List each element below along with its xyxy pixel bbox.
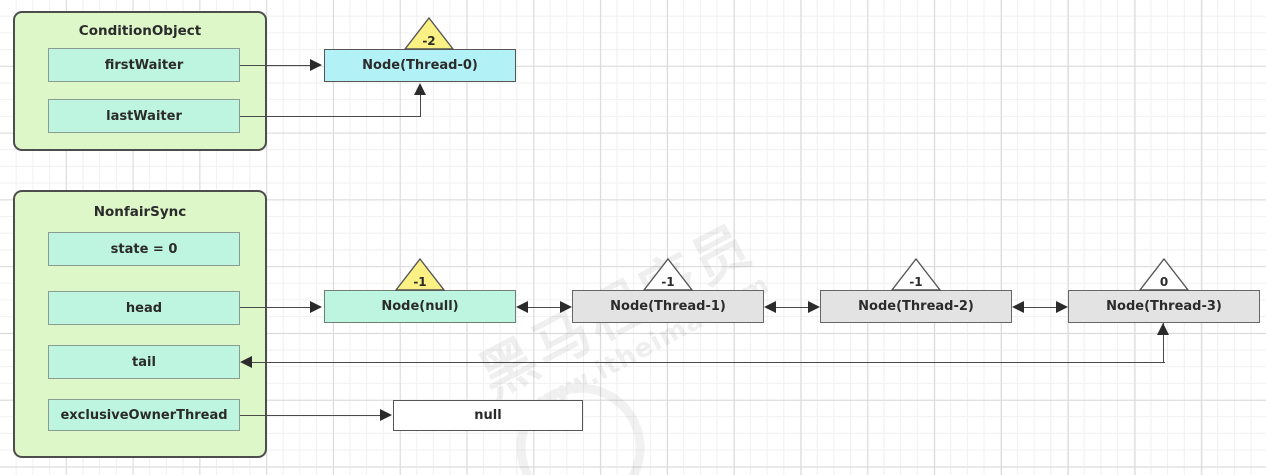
edge-thread1-thread2-line [776,307,808,308]
edge-thread1-thread2-arrowhead-right-icon [808,301,820,313]
field-first-waiter-label: firstWaiter [104,57,184,73]
edge-tail-line-v [1163,323,1164,362]
wait-status-flag-node-null: -1 [394,257,446,291]
node-thread-3-label: Node(Thread-3) [1106,299,1222,314]
edge-null-thread1-line [528,307,560,308]
wait-status-flag-node-thread-3: 0 [1138,257,1190,291]
edge-tail-arrowhead-up-icon [1157,323,1169,335]
wait-status-flag-node-thread-1: -1 [642,257,694,291]
edge-last-waiter-line-v [420,94,421,117]
node-thread-2[interactable]: Node(Thread-2) [820,290,1012,323]
node-thread-3[interactable]: Node(Thread-3) [1068,290,1260,323]
node-thread-0[interactable]: Node(Thread-0) [324,49,516,82]
condition-object-title: ConditionObject [78,23,202,39]
edge-head-arrowhead-icon [310,301,322,313]
edge-thread2-thread3-arrowhead-right-icon [1056,301,1068,313]
edge-null-thread1-arrowhead-right-icon [560,301,572,313]
field-head[interactable]: head [48,291,240,325]
edge-null-thread1-arrowhead-left-icon [516,301,528,313]
edge-first-waiter-line [240,65,310,66]
wait-status-value-node-thread-0: -2 [422,34,436,48]
nonfair-sync-title: NonfairSync [93,204,187,220]
node-thread-2-label: Node(Thread-2) [858,299,974,314]
field-first-waiter[interactable]: firstWaiter [48,48,240,82]
field-tail[interactable]: tail [48,345,240,379]
edge-owner-line [240,415,380,416]
edge-first-waiter-arrowhead-icon [310,59,322,71]
wait-status-flag-node-thread-0: -2 [403,16,455,50]
edge-last-waiter-arrowhead-icon [414,83,426,95]
field-state-label: state = 0 [110,241,178,257]
wait-status-flag-node-thread-2: -1 [890,257,942,291]
edge-owner-arrowhead-icon [380,409,392,421]
owner-null-label: null [474,408,502,423]
wait-status-value-node-null: -1 [413,275,427,289]
node-thread-1-label: Node(Thread-1) [610,299,726,314]
field-head-label: head [125,300,163,316]
wait-status-value-node-thread-3: 0 [1159,275,1169,289]
field-last-waiter[interactable]: lastWaiter [48,99,240,133]
node-thread-0-label: Node(Thread-0) [362,58,478,73]
edge-head-line [240,307,310,308]
edge-tail-line-h [252,362,1165,363]
edge-tail-arrowhead-icon [240,356,252,368]
node-thread-1[interactable]: Node(Thread-1) [572,290,764,323]
wait-status-value-node-thread-2: -1 [909,275,923,289]
edge-thread2-thread3-line [1024,307,1056,308]
field-exclusive-owner-thread-label: exclusiveOwnerThread [60,407,228,423]
edge-thread2-thread3-arrowhead-left-icon [1012,301,1024,313]
edge-thread1-thread2-arrowhead-left-icon [764,301,776,313]
node-null-label: Node(null) [381,299,459,314]
watermark: 黑马程序员 www.itheima.com [441,182,840,475]
edge-last-waiter-line-h [240,116,421,117]
field-tail-label: tail [132,354,156,370]
field-last-waiter-label: lastWaiter [106,108,182,124]
owner-null-box[interactable]: null [393,400,583,431]
node-null[interactable]: Node(null) [324,290,516,323]
field-state[interactable]: state = 0 [48,232,240,266]
field-exclusive-owner-thread[interactable]: exclusiveOwnerThread [48,399,240,431]
wait-status-value-node-thread-1: -1 [661,275,675,289]
